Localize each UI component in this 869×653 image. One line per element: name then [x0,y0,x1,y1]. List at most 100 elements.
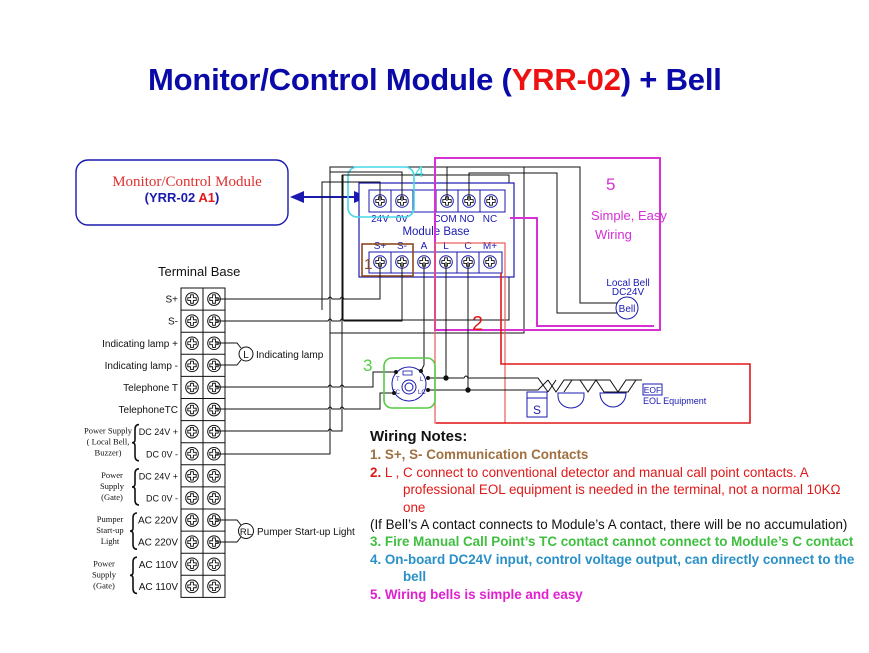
terminal-screw [185,380,199,395]
note-2-number: 2. [370,464,382,480]
terminal-m-plus [483,255,497,269]
brace [131,468,140,506]
group-5-text-2: Wiring [595,227,632,242]
call-point-lc: LC [418,390,426,396]
terminal-row-label: Telephone T [123,383,178,394]
terminal-screw [185,491,199,505]
loop-wires [423,262,642,393]
label-0v: 0V [396,214,409,225]
bell-label-1: Local Bell [606,278,649,289]
note-2-text: L , C connect to conventional detector a… [381,464,841,515]
terminal-screw [185,446,199,461]
terminal-screw [207,557,221,572]
brace [129,556,138,595]
indicating-lamp: L Indicating lamp [215,342,324,366]
terminal-row-label: S+ [165,295,178,306]
eol-label: EOL Equipment [643,396,707,406]
group-label: ( Local Bell, [87,437,130,447]
terminal-screw [207,402,221,417]
group-2-number: 2 [472,313,483,335]
monitor-box-model: (YRR-02 A1) [145,190,220,205]
monitor-box-title: Monitor/Control Module [112,174,262,190]
bell-icon [615,296,639,320]
bell-wire-no [468,172,618,314]
call-point-t: T [396,377,400,383]
terminal-screw [185,469,199,483]
terminal-screw [185,336,199,351]
group-label: (Gate) [93,580,115,590]
terminal-row-label: AC 110V [139,582,179,593]
brace [129,512,138,550]
group-5-number: 5 [606,175,615,194]
bell-wire-com [446,166,618,304]
label-m-plus: M+ [483,241,497,252]
group-4-number: 4 [415,164,424,181]
note-4: 4. On-board DC24V input, control voltage… [370,551,855,585]
manual-call-point: T L TC LC [391,362,430,402]
eol-box-label: EOF [644,385,661,395]
heat-detector-icon [557,392,585,409]
top-terminal-strip [368,189,506,213]
terminal-wires [215,174,403,455]
group-label: Power Supply [84,426,133,436]
note-1: 1. S+, S- Communication Contacts [370,447,589,463]
terminal-row-label: TelephoneTC [119,405,178,416]
terminal-screw [185,314,199,328]
group-label: Buzzer) [95,448,122,458]
terminal-base: S+S-Indicating lamp +Indicating lamp -Te… [84,287,226,598]
terminal-screw [185,513,199,527]
label-nc: NC [483,214,497,225]
terminal-row-label: AC 220V [138,516,178,527]
detector-icon [599,392,627,408]
group-label: Pumper [97,514,124,524]
magenta-bell-wire [510,217,654,327]
terminal-row-label: DC 0V - [146,493,178,503]
terminal-screw [185,557,199,572]
group-label: Light [101,536,120,546]
lamp-label: Indicating lamp [256,350,324,361]
title-prefix: Monitor/Control Module ( [148,62,512,97]
terminal-screw [207,491,221,505]
group-label: (Gate) [101,492,123,502]
terminal-screw [185,424,199,439]
note-2b: (If Bell’s A contact connects to Module’… [370,517,848,533]
terminal-screw [185,402,199,417]
terminal-row-label: DC 24V + [139,471,178,481]
group-5-text-1: Simple, Easy [591,208,667,223]
title-suffix: ) + Bell [620,62,722,97]
call-point-icon [391,366,427,402]
call-point-l: L [420,377,424,383]
pumper-light-icon [238,523,254,539]
note-5: 5. Wiring bells is simple and easy [370,586,583,602]
note-2: 2. L , C connect to conventional detecto… [370,464,865,516]
lamp-icon [238,346,254,362]
monitor-control-module-box: Monitor/Control Module (YRR-02 A1) [75,159,289,226]
note-3: 3. Fire Manual Call Point’s TC contact c… [370,534,854,550]
smoke-detector-symbol: S [533,403,541,417]
label-no: NO [460,214,475,225]
group-3-number: 3 [363,356,372,375]
group-label: Power [93,558,115,568]
wiring-notes: Wiring Notes: 1. S+, S- Communication Co… [370,428,865,603]
module-base: 24V 0V COM NO NC Module Base S+ S- A L C… [358,182,515,278]
terminal-screw [207,579,221,594]
group-3-frame [383,357,436,409]
label-a: A [421,241,428,252]
terminal-screw [207,424,221,439]
group-label: Supply [100,481,125,491]
notes-heading: Wiring Notes: [370,428,468,445]
label-s-minus: S- [397,241,407,252]
group-label: Start-up [96,525,123,535]
lamp-symbol: L [243,350,249,361]
terminal-nc [484,194,498,208]
terminal-row-label: DC 24V + [139,427,178,437]
eol-box [642,383,663,396]
terminal-screw [207,469,221,483]
brace [131,423,140,462]
label-c: C [464,241,471,252]
terminal-screw [185,535,199,549]
title-model: YRR-02 [511,62,621,97]
pumper-light-symbol: RL [240,527,252,538]
call-point-tc: TC [392,390,401,396]
